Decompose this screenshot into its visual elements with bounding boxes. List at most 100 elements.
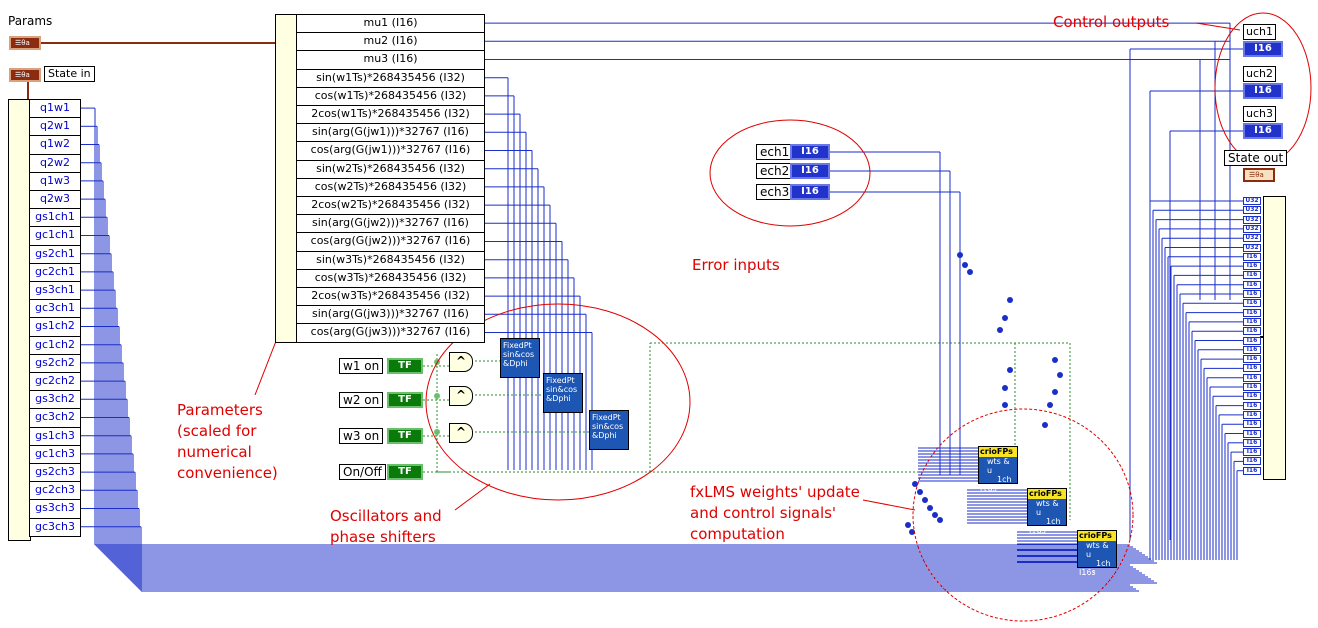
param-element[interactable]: cos(arg(G(jw2)))*32767 (I16) [296, 232, 485, 251]
state-element[interactable]: q1w3 [29, 172, 81, 191]
boolean-terminal[interactable]: TF [387, 428, 423, 444]
state-unbundle-bar [8, 99, 31, 541]
and-gate-w3[interactable]: ^ [449, 423, 473, 443]
boolean-terminal[interactable]: TF [387, 392, 423, 408]
state-in-label: State in [44, 66, 95, 82]
subvi-line: wts & u [1078, 541, 1116, 559]
wire-junction [957, 252, 963, 258]
state-element[interactable]: gs3ch1 [29, 281, 81, 300]
params-refnum[interactable]: ☰θa [9, 36, 41, 50]
state-element[interactable]: gc3ch3 [29, 518, 81, 537]
state-element[interactable]: q2w1 [29, 117, 81, 136]
annotation-line: computation [690, 524, 860, 545]
subvi-line: FixedPt [546, 376, 580, 385]
annotation-oscillators: Oscillators and phase shifters [330, 506, 442, 548]
param-element[interactable]: cos(arg(G(jw3)))*32767 (I16) [296, 323, 485, 342]
and-gate-w2[interactable]: ^ [449, 386, 473, 406]
oscillator-subvi-3[interactable]: FixedPt sin&cos &Dphi [589, 410, 629, 450]
param-element[interactable]: sin(arg(G(jw3)))*32767 (I16) [296, 305, 485, 324]
state-element[interactable]: gs1ch3 [29, 427, 81, 446]
wire-junction [922, 497, 928, 503]
annotation-control-outputs: Control outputs [1053, 12, 1169, 33]
state-element[interactable]: gs2ch3 [29, 463, 81, 482]
and-gate-w1[interactable]: ^ [449, 352, 473, 372]
param-element[interactable]: 2cos(w1Ts)*268435456 (I32) [296, 105, 485, 124]
state-element[interactable]: gc2ch1 [29, 263, 81, 282]
state-out-element: I16 [1243, 290, 1261, 298]
boolean-label: w2 on [339, 392, 383, 408]
state-element[interactable]: gc3ch1 [29, 299, 81, 318]
param-element[interactable]: mu3 (I16) [296, 50, 485, 69]
wire-junction [1052, 357, 1058, 363]
state-element[interactable]: gc1ch3 [29, 445, 81, 464]
subvi-line: &Dphi [592, 431, 626, 440]
state-out-element: I16 [1243, 411, 1261, 419]
wire-junction [927, 505, 933, 511]
state-out-element: U32 [1243, 244, 1261, 252]
state-element[interactable]: q2w3 [29, 190, 81, 209]
param-element[interactable]: sin(arg(G(jw2)))*32767 (I16) [296, 214, 485, 233]
param-element[interactable]: sin(w2Ts)*268435456 (I32) [296, 160, 485, 179]
state-element[interactable]: gs1ch1 [29, 208, 81, 227]
oscillator-subvi-2[interactable]: FixedPt sin&cos &Dphi [543, 373, 583, 413]
fxlms-subvi[interactable]: crioFPs wts & u 1ch I16s [1077, 530, 1117, 568]
state-element[interactable]: gc2ch2 [29, 372, 81, 391]
param-element[interactable]: mu1 (I16) [296, 14, 485, 33]
oscillator-subvi-1[interactable]: FixedPt sin&cos &Dphi [500, 338, 540, 378]
state-element[interactable]: gs1ch2 [29, 317, 81, 336]
error-input-terminal[interactable]: I16 [790, 163, 830, 179]
state-out-element: I16 [1243, 327, 1261, 335]
state-out-element: I16 [1243, 420, 1261, 428]
wire-junction [917, 489, 923, 495]
state-element[interactable]: gc3ch2 [29, 408, 81, 427]
state-element[interactable]: q2w2 [29, 154, 81, 173]
param-element[interactable]: sin(w3Ts)*268435456 (I32) [296, 251, 485, 270]
subvi-line: FixedPt [503, 341, 537, 350]
state-out-element: I16 [1243, 271, 1261, 279]
state-element[interactable]: q1w2 [29, 135, 81, 154]
state-element[interactable]: gs3ch2 [29, 390, 81, 409]
state-in-refnum[interactable]: ☰θa [9, 68, 41, 82]
control-output-terminal[interactable]: I16 [1243, 83, 1283, 99]
state-out-refnum[interactable]: ☰θa [1243, 168, 1275, 182]
param-element[interactable]: mu2 (I16) [296, 32, 485, 51]
subvi-line: 1ch [979, 475, 1017, 484]
fxlms-subvi[interactable]: crioFPs wts & u 1ch I16s [1027, 488, 1067, 526]
subvi-line: &Dphi [503, 359, 537, 368]
control-outputs-pointer [1196, 23, 1240, 30]
state-element[interactable]: gc1ch2 [29, 336, 81, 355]
control-output-label: uch1 [1243, 24, 1276, 40]
boolean-terminal[interactable]: TF [387, 358, 423, 374]
bool-junction [434, 429, 440, 435]
param-element[interactable]: cos(w1Ts)*268435456 (I32) [296, 87, 485, 106]
state-element[interactable]: gc2ch3 [29, 481, 81, 500]
state-element[interactable]: gc1ch1 [29, 226, 81, 245]
state-element[interactable]: gs2ch1 [29, 245, 81, 264]
param-element[interactable]: cos(arg(G(jw1)))*32767 (I16) [296, 141, 485, 160]
param-element[interactable]: 2cos(w3Ts)*268435456 (I32) [296, 287, 485, 306]
error-input-terminal[interactable]: I16 [790, 144, 830, 160]
error-input-terminal[interactable]: I16 [790, 184, 830, 200]
params-unbundle-bar [275, 14, 298, 343]
control-output-terminal[interactable]: I16 [1243, 41, 1283, 57]
annotation-line: (scaled for [177, 421, 278, 442]
param-element[interactable]: sin(w1Ts)*268435456 (I32) [296, 69, 485, 88]
annotation-error-inputs: Error inputs [692, 255, 780, 276]
state-element[interactable]: gs2ch2 [29, 354, 81, 373]
boolean-label: w3 on [339, 428, 383, 444]
param-element[interactable]: sin(arg(G(jw1)))*32767 (I16) [296, 123, 485, 142]
boolean-terminal[interactable]: TF [387, 464, 423, 480]
wire-junction [967, 269, 973, 275]
param-element[interactable]: cos(w3Ts)*268435456 (I32) [296, 269, 485, 288]
state-out-element: I16 [1243, 299, 1261, 307]
param-element[interactable]: 2cos(w2Ts)*268435456 (I32) [296, 196, 485, 215]
fxlms-subvi[interactable]: crioFPs wts & u 1ch I16s [978, 446, 1018, 484]
state-element[interactable]: gs3ch3 [29, 499, 81, 518]
control-output-terminal[interactable]: I16 [1243, 123, 1283, 139]
subvi-footer: I16s [979, 484, 1017, 493]
wire-junction [1047, 402, 1053, 408]
param-element[interactable]: cos(w2Ts)*268435456 (I32) [296, 178, 485, 197]
state-out-element: I16 [1243, 457, 1261, 465]
state-element[interactable]: q1w1 [29, 99, 81, 118]
